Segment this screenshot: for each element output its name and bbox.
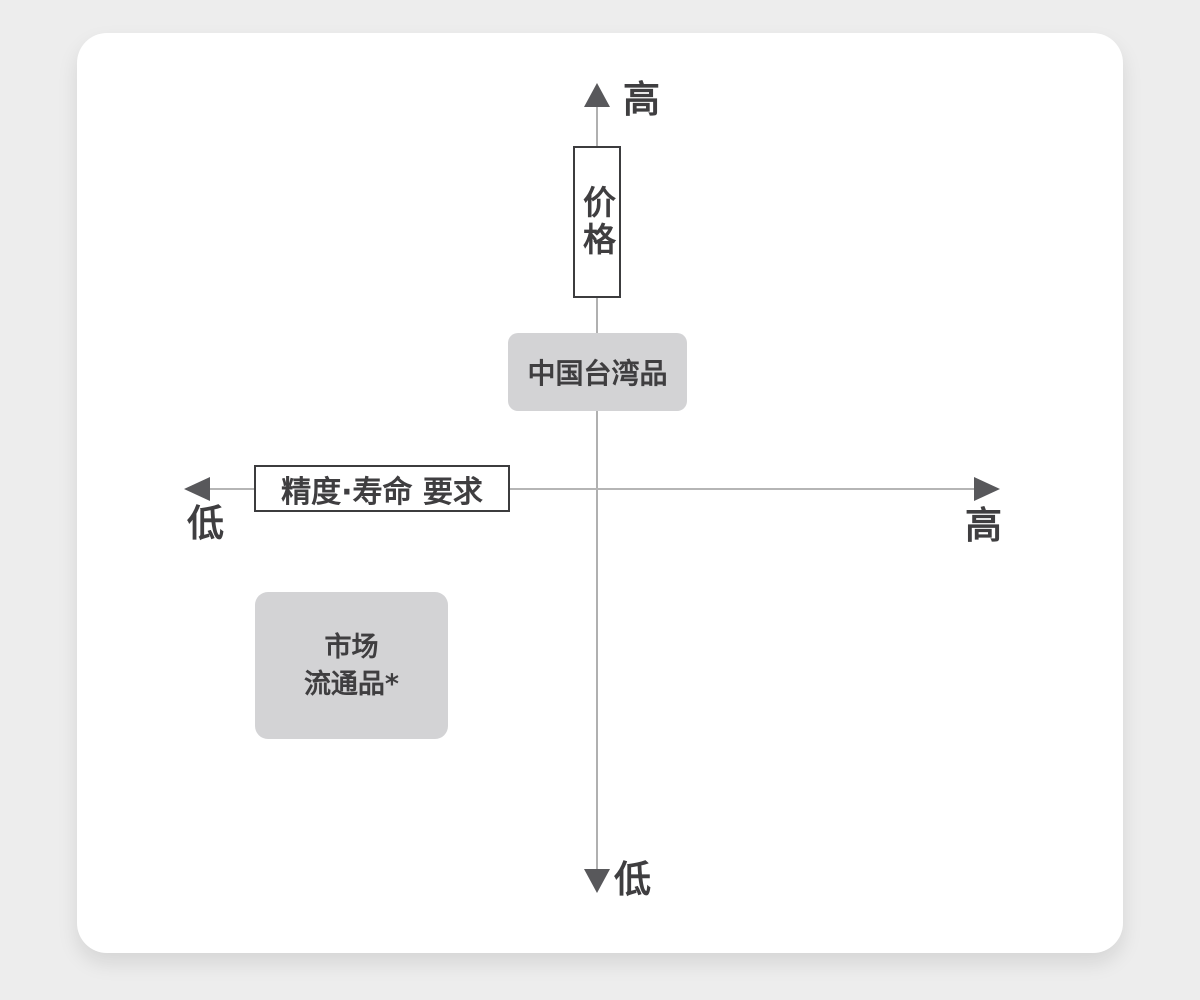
vertical-axis-title: 价格	[577, 185, 617, 259]
node-taiwan: 中国台湾品	[508, 333, 687, 411]
diagram-card: 高 低 低 高 价格 精度·寿命 要求 中国台湾品 市场 流通品*	[77, 33, 1123, 953]
horizontal-axis-line	[187, 488, 998, 490]
arrow-down-icon	[584, 869, 610, 893]
vertical-axis-low-label: 低	[614, 858, 651, 901]
node-market: 市场 流通品*	[255, 592, 448, 739]
vertical-axis-high-label: 高	[623, 78, 660, 121]
arrow-up-icon	[584, 83, 610, 107]
node-taiwan-label: 中国台湾品	[527, 357, 668, 390]
vertical-axis-title-box: 价格	[573, 146, 621, 298]
horizontal-axis-title: 精度·寿命 要求	[281, 474, 483, 510]
arrow-right-icon	[974, 477, 1000, 501]
horizontal-axis-low-label: 低	[187, 502, 224, 545]
arrow-left-icon	[184, 477, 210, 501]
node-market-label-line1: 市场	[324, 631, 379, 663]
horizontal-axis-high-label: 高	[965, 504, 1002, 547]
node-market-label-line2: 流通品*	[303, 668, 400, 700]
horizontal-axis-title-box: 精度·寿命 要求	[254, 465, 510, 512]
vertical-axis-line	[596, 88, 598, 878]
